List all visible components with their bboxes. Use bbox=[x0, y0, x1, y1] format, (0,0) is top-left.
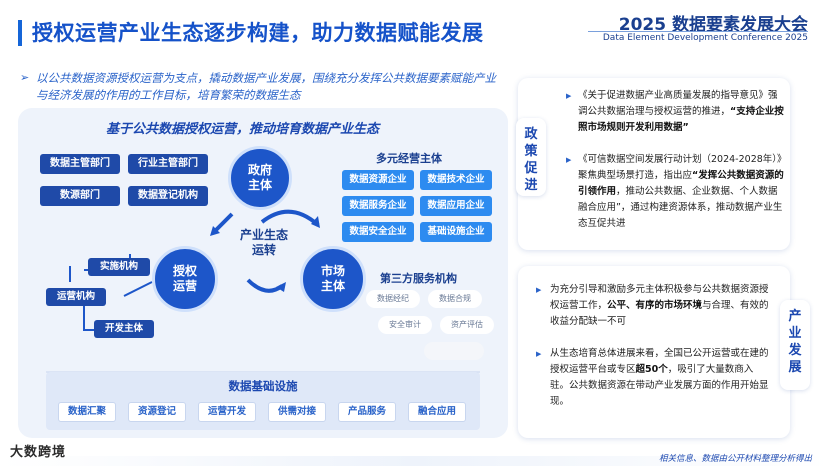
slide-title: 授权运营产业生态逐步构建，助力数据赋能发展 bbox=[32, 21, 484, 45]
infrastructure-title: 数据基础设施 bbox=[228, 379, 298, 393]
third-party-placeholder-pill bbox=[424, 342, 484, 360]
data-resource-enterprise: 数据资源企业 bbox=[342, 170, 414, 190]
title-accent-bar bbox=[18, 20, 22, 46]
conference-name-en: Data Element Development Conference 2025 bbox=[602, 33, 808, 43]
policy-tab: 政策促进 bbox=[516, 118, 546, 196]
third-party-heading: 第三方服务机构 bbox=[380, 272, 457, 285]
source-note: 相关信息、数据由公开材料整理分析得出 bbox=[658, 454, 812, 464]
policy-bullet-1: 《关于促进数据产业高质量发展的指导意见》强调公共数据治理与授权运营的推进，“支持… bbox=[578, 90, 784, 133]
developer-entity: 开发主体 bbox=[94, 320, 154, 338]
market-entity-circle: 市场 主体 bbox=[300, 246, 366, 312]
dept-industry-authority: 行业主管部门 bbox=[128, 154, 208, 174]
data-tech-enterprise: 数据技术企业 bbox=[420, 170, 492, 190]
intro-arrow-icon: ➢ bbox=[20, 71, 30, 84]
implementing-agency: 实施机构 bbox=[88, 258, 150, 276]
gov-entity-circle: 政府 主体 bbox=[228, 146, 292, 210]
infra-operation-development: 运营开发 bbox=[198, 402, 256, 422]
dept-data-registry: 数据登记机构 bbox=[128, 186, 208, 206]
data-application-enterprise: 数据应用企业 bbox=[420, 196, 492, 216]
dept-data-authority: 数据主管部门 bbox=[40, 154, 120, 174]
policy-card bbox=[518, 78, 790, 250]
infra-product-service: 产品服务 bbox=[338, 402, 396, 422]
intro-text: 以公共数据资源授权运营为支点，撬动数据产业发展，围绕充分发挥公共数据要素赋能产业… bbox=[36, 71, 496, 102]
industry-bullet-1-marker: ▶ bbox=[536, 286, 542, 294]
infra-supply-demand: 供需对接 bbox=[268, 402, 326, 422]
industry-bullet-2-marker: ▶ bbox=[536, 350, 542, 358]
multi-entity-heading: 多元经营主体 bbox=[376, 152, 442, 165]
footer-decoration bbox=[0, 456, 830, 466]
policy-bullet-2-marker: ▶ bbox=[566, 156, 572, 164]
conference-divider bbox=[588, 31, 808, 32]
asset-evaluation-pill: 资产评估 bbox=[440, 316, 494, 334]
infra-data-aggregation: 数据汇聚 bbox=[58, 402, 116, 422]
infrastructure-enterprise: 基础设施企业 bbox=[420, 222, 492, 242]
infra-fusion-application: 融合应用 bbox=[408, 402, 466, 422]
operating-agency: 运营机构 bbox=[46, 288, 106, 306]
policy-bullet-2: 《可信数据空间发展行动计划（2024-2028年）》聚焦典型场景打造，指出应“发… bbox=[578, 154, 784, 229]
data-service-enterprise: 数据服务企业 bbox=[342, 196, 414, 216]
dept-data-source: 数源部门 bbox=[40, 186, 120, 206]
industry-tab: 产业发展 bbox=[780, 300, 810, 390]
diagram-title: 基于公共数据授权运营，推动培育数据产业生态 bbox=[106, 122, 380, 137]
ecosystem-operation-label: 产业生态 运转 bbox=[239, 228, 288, 257]
industry-card bbox=[518, 266, 790, 438]
policy-bullet-1-marker: ▶ bbox=[566, 92, 572, 100]
industry-bullet-2: 从生态培育总体进展来看，全国已公开运营或在建的授权运营平台或专区超50个，吸引了… bbox=[550, 348, 769, 407]
infrastructure-band bbox=[46, 372, 480, 430]
data-broker-pill: 数据经纪 bbox=[366, 290, 420, 308]
data-security-enterprise: 数据安全企业 bbox=[342, 222, 414, 242]
conference-name: 2025 数据要素发展大会 bbox=[618, 15, 808, 35]
auth-operation-circle: 授权 运营 bbox=[152, 246, 218, 312]
brand-logo: 大数跨境 bbox=[10, 445, 67, 460]
infra-resource-registration: 资源登记 bbox=[128, 402, 186, 422]
security-audit-pill: 安全审计 bbox=[378, 316, 432, 334]
industry-bullet-1: 为充分引导和激励多元主体积极参与公共数据资源授权运营工作，公平、有序的市场环境与… bbox=[550, 284, 769, 327]
data-compliance-pill: 数据合规 bbox=[428, 290, 482, 308]
